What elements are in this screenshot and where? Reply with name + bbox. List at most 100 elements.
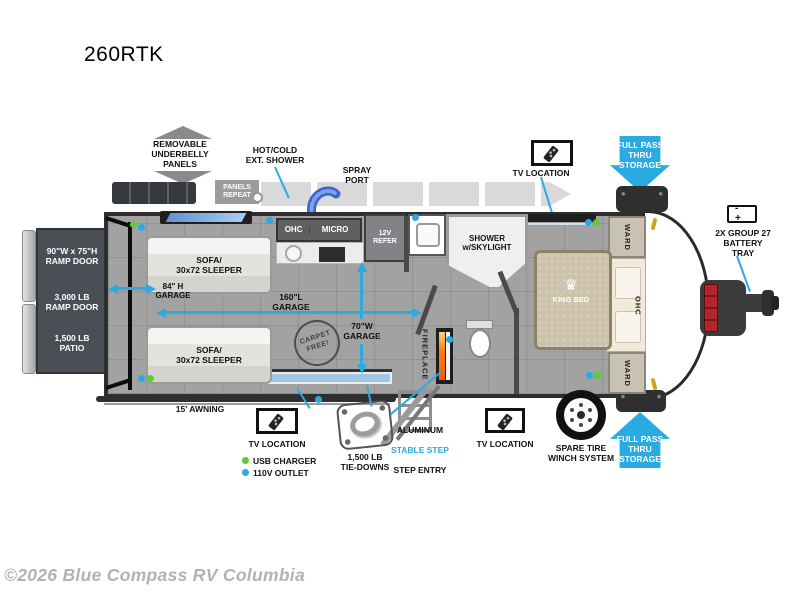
sofa-bottom-label: SOFA/ 30x72 SLEEPER <box>176 344 242 365</box>
pass-thru-storage-box-bottom <box>616 390 666 412</box>
king-bed-label: KING BED <box>552 295 590 304</box>
pillow-top <box>615 267 641 299</box>
ward-bottom-label: WARD <box>622 359 632 387</box>
sofa-sleeper-top: SOFA/ 30x72 SLEEPER <box>146 236 272 294</box>
outlet-dot-bed-top <box>585 219 592 226</box>
ramp-door-line <box>128 222 132 390</box>
toilet-icon <box>469 329 491 358</box>
fireplace-edge <box>446 332 450 380</box>
garage-height-arrow <box>116 287 150 290</box>
usb-dot-garage-bottom <box>147 375 154 382</box>
window-garage-top <box>160 211 252 224</box>
usb-legend-dot <box>242 457 249 464</box>
garage-length-arrow-left <box>156 307 166 318</box>
refer-label: 12V REFER <box>373 229 397 245</box>
crown-icon: ♛ <box>564 277 578 294</box>
garage-length-label: 160"L GARAGE <box>272 292 310 313</box>
fireplace-flame-icon <box>439 332 445 380</box>
usb-dot-bed-bottom <box>594 372 601 379</box>
ohc-label: OHC <box>284 225 303 234</box>
bath-vanity <box>408 214 446 256</box>
remote-icon <box>496 413 514 431</box>
panels-repeat-label: PANELS REPEAT <box>223 183 251 199</box>
tv-icon-top <box>531 140 573 166</box>
sofa-top-label: SOFA/ 30x72 SLEEPER <box>176 254 242 275</box>
ramp-door-size-label: 90"W x 75"H RAMP DOOR <box>45 246 99 267</box>
bath-wall-right <box>514 308 519 394</box>
underbelly-down-arrow-icon <box>154 171 212 184</box>
step-entry-line2: STABLE STEP <box>391 445 449 456</box>
wardrobe-top: WARD <box>608 216 646 258</box>
ext-shower-port-icon <box>252 192 263 203</box>
model-title: 260RTK <box>84 43 164 66</box>
king-bed <box>534 250 612 350</box>
dealer-watermark: ©2026 Blue Compass RV Columbia <box>4 565 306 585</box>
outlet-dot-fireplace <box>446 336 453 343</box>
outlet-dot-garage-top <box>138 224 145 231</box>
bed-ohc-label: OHC <box>633 296 643 316</box>
spare-tire-label: SPARE TIRE WINCH SYSTEM <box>547 443 615 464</box>
garage-width-label: 70"W GARAGE <box>343 321 381 342</box>
tv-location-top-label: TV LOCATION <box>512 168 570 178</box>
pillow-bottom <box>615 311 641 343</box>
outlet-legend-dot <box>242 469 249 476</box>
micro-label: MICRO <box>309 226 360 234</box>
outlet-dot-garage-bottom <box>138 375 145 382</box>
outlet-dot-kitchen <box>266 217 273 224</box>
garage-width-arrow-lower <box>360 344 363 364</box>
outlet-dot-bed-bottom <box>586 372 593 379</box>
underbelly-up-arrow-icon <box>154 126 212 139</box>
usb-charger-label: USB CHARGER <box>253 456 317 466</box>
kitchen-counter <box>276 242 364 264</box>
step-entry-label: ALUMINUM STABLE STEP STEP ENTRY <box>384 415 456 485</box>
tv-location-bottom-left-label: TV LOCATION <box>248 439 306 449</box>
usb-dot-garage-top <box>130 221 137 228</box>
spray-hose-icon <box>307 186 341 218</box>
tie-downs-label: 1,500 LB TIE-DOWNS <box>340 452 390 473</box>
kitchen-sink-icon <box>285 245 302 262</box>
stove-icon <box>319 247 345 262</box>
garage-length-arrow <box>166 311 414 314</box>
tv-icon-bottom-left <box>256 408 298 434</box>
toilet-tank <box>466 320 493 329</box>
patio-rail-bottom <box>22 304 36 374</box>
window-bedroom-top <box>524 214 596 222</box>
window-bedroom-sill <box>528 223 592 225</box>
ward-top-label: WARD <box>622 223 632 251</box>
remote-icon <box>542 145 560 163</box>
garage-height-arrow-right <box>146 283 156 294</box>
awning-label: 15' AWNING <box>175 404 225 414</box>
tie-down-ring <box>346 407 384 441</box>
window-glass <box>165 213 247 222</box>
full-pass-thru-top-badge: FULL PASS THRU STORAGE <box>610 136 670 192</box>
panels-repeat-box: PANELS REPEAT <box>215 180 259 204</box>
overhead-cabinet-microwave: OHC MICRO <box>276 218 362 242</box>
battery-icon: - + <box>727 204 757 224</box>
hitch-coupler-knob <box>771 296 779 310</box>
outlet-dot-exterior <box>315 396 322 403</box>
remote-icon <box>267 413 285 431</box>
garage-width-arrow-upper <box>360 271 363 319</box>
shower-label: SHOWER w/SKYLIGHT <box>462 234 512 253</box>
garage-length-arrow-right <box>412 307 422 318</box>
wardrobe-bottom: WARD <box>608 352 646 394</box>
underbelly-panels-strip <box>112 182 196 204</box>
ramp-door-panel <box>36 228 108 374</box>
spray-port-label: SPRAY PORT <box>342 165 372 186</box>
patio-capacity-label: 1,500 LB PATIO <box>54 333 90 354</box>
pass-thru-storage-box-top <box>616 186 668 212</box>
outlet-dot-bath <box>412 214 419 221</box>
tv-icon-bottom-right <box>485 408 525 433</box>
outlet-110v-label: 110V OUTLET <box>253 468 309 478</box>
bath-wall-left <box>404 216 409 272</box>
refrigerator: 12V REFER <box>364 214 406 262</box>
garage-width-arrow-down <box>356 364 367 374</box>
carpet-free-label: CARPET FREE! <box>299 329 332 354</box>
awning-rail-inner <box>104 403 390 405</box>
garage-width-arrow-up <box>356 262 367 272</box>
window-garage-bottom <box>264 372 392 384</box>
patio-rail-top <box>22 230 36 302</box>
step-entry-line1: ALUMINUM <box>396 425 444 436</box>
garage-height-label: 84" H GARAGE <box>155 282 191 301</box>
